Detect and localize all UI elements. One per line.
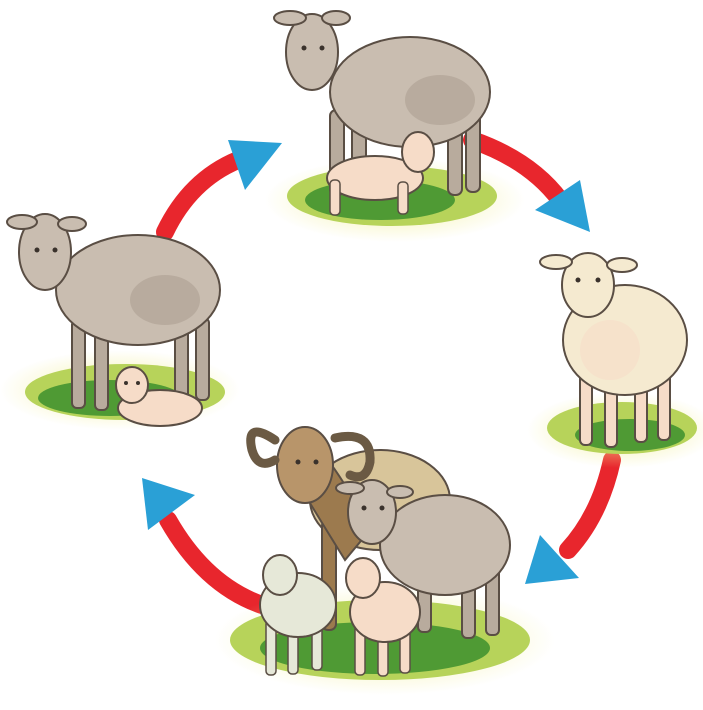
young-sheep-icon — [527, 253, 703, 468]
ram-ewe-lambs-icon — [215, 427, 555, 695]
arrow-bottom-right — [525, 460, 612, 584]
arrow-top-left — [165, 140, 282, 232]
ewe-nursing-lamb-icon — [265, 11, 525, 242]
arrow-bottom-left — [142, 478, 262, 605]
ewe-newborn-lamb-icon — [0, 214, 240, 430]
